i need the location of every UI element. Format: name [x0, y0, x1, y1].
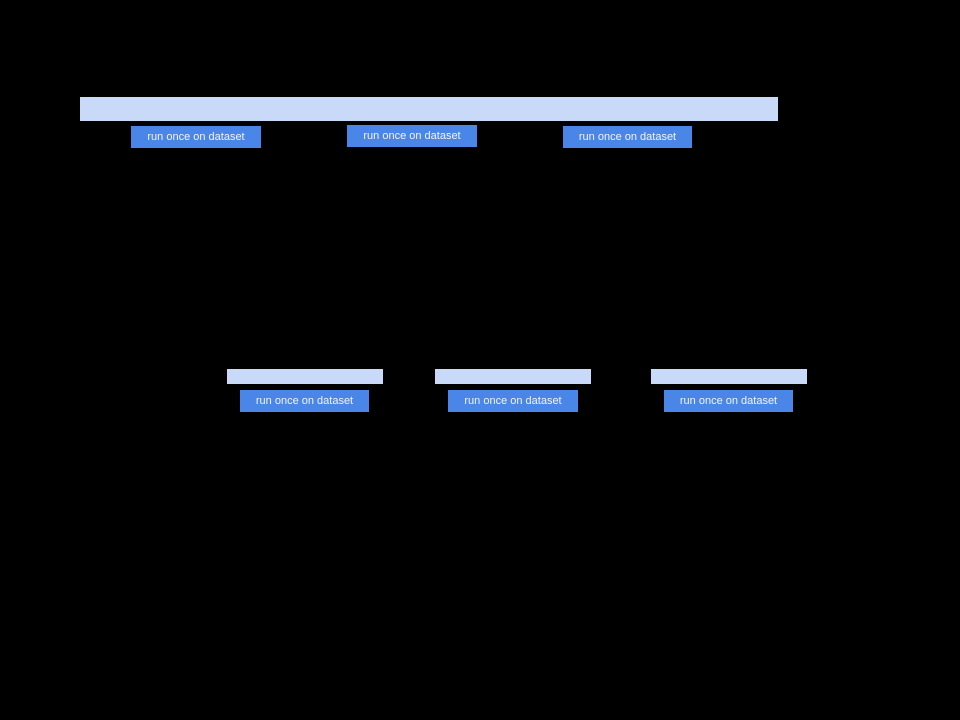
- middle-highlight-bar-2: [435, 369, 591, 384]
- run-once-button-top-3[interactable]: run once on dataset: [563, 126, 692, 148]
- run-once-button-middle-3[interactable]: run once on dataset: [664, 390, 793, 412]
- run-once-button-middle-2[interactable]: run once on dataset: [448, 390, 578, 412]
- run-once-button-middle-1[interactable]: run once on dataset: [240, 390, 369, 412]
- run-once-button-top-2[interactable]: run once on dataset: [347, 125, 477, 147]
- top-highlight-bar: [80, 97, 778, 121]
- middle-highlight-bar-3: [651, 369, 807, 384]
- middle-highlight-bar-1: [227, 369, 383, 384]
- run-once-button-top-1[interactable]: run once on dataset: [131, 126, 261, 148]
